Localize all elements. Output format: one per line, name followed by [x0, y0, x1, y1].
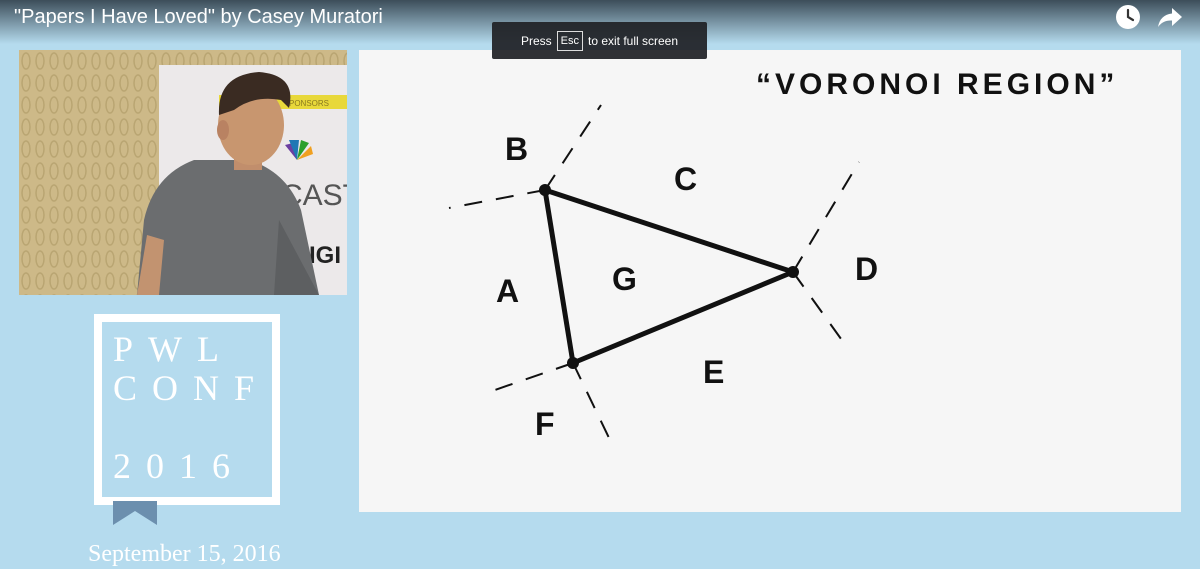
- region-label-b: B: [505, 131, 528, 167]
- speaker-video-frame: PONSORS CAST IGI: [19, 50, 347, 295]
- triangle-simplex: [542, 187, 796, 366]
- boundary-line-b-up: [544, 104, 602, 191]
- bookmark-ribbon: [113, 501, 157, 525]
- toast-press-text: Press: [520, 33, 552, 48]
- slide-whiteboard: “VORONOI REGION” B C D A G E F: [359, 50, 1181, 512]
- peacock-logo: [285, 140, 313, 160]
- logo-frame: [94, 314, 280, 505]
- vertex-b: [539, 184, 551, 196]
- boundary-line-b-left: [448, 189, 546, 209]
- region-label-g: G: [612, 261, 637, 297]
- logo-text-pwl: PWL: [113, 329, 234, 369]
- video-title[interactable]: "Papers I Have Loved" by Casey Muratori: [14, 6, 383, 28]
- pwl-conf-logo: PWL CONF 2016: [93, 313, 281, 528]
- share-arrow-icon[interactable]: [1156, 3, 1184, 31]
- logo-text-year: 2016: [113, 446, 245, 486]
- region-label-f: F: [535, 406, 555, 442]
- sponsor-sign-text-2: IGI: [309, 242, 341, 269]
- region-label-a: A: [496, 273, 519, 309]
- speaker-video: PONSORS CAST IGI: [19, 50, 347, 295]
- boundary-line-d-down: [792, 271, 850, 351]
- boundary-line-f-down: [572, 362, 612, 443]
- region-label-d: D: [855, 251, 878, 287]
- conference-date: September 15, 2016: [88, 541, 281, 567]
- vertex-f: [567, 357, 579, 369]
- voronoi-boundaries: [448, 104, 860, 443]
- slide-title: “VORONOI REGION”: [756, 68, 1118, 101]
- logo-text-conf: CONF: [113, 368, 269, 408]
- region-label-e: E: [703, 354, 724, 390]
- fullscreen-exit-toast: Press Esc to exit full screen: [492, 22, 707, 59]
- clock-icon[interactable]: [1114, 3, 1142, 31]
- boundary-line-f-left: [488, 362, 574, 393]
- pwl-conf-logo-graphic: PWL CONF 2016: [94, 314, 280, 525]
- toast-suffix-text: to exit full screen: [587, 33, 679, 48]
- esc-key-badge: Esc: [556, 30, 583, 51]
- speaker-figure: [137, 72, 319, 295]
- voronoi-diagram: “VORONOI REGION” B C D A G E F: [448, 68, 1118, 443]
- player-top-bar: "Papers I Have Loved" by Casey Muratori …: [0, 0, 1200, 59]
- sponsor-banner-text: PONSORS: [289, 99, 329, 108]
- region-label-c: C: [674, 161, 697, 197]
- vertex-d: [787, 266, 799, 278]
- boundary-line-d-up: [792, 161, 860, 273]
